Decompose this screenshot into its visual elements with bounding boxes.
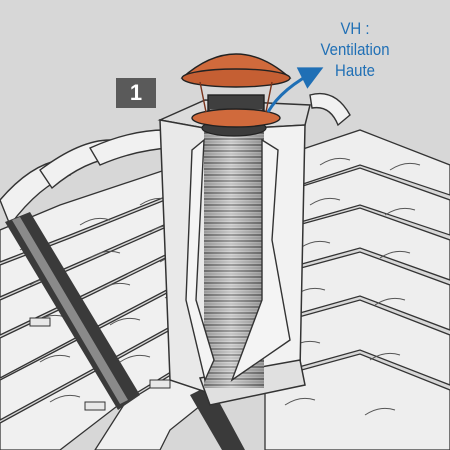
callout-line-2: Ventilation <box>320 40 390 59</box>
step-number-badge: 1 <box>116 78 156 108</box>
battens <box>5 212 245 450</box>
curved-arrow-icon <box>266 67 324 113</box>
right-roof-tiles <box>264 129 450 450</box>
rain-cap <box>180 53 292 128</box>
callout-line-3: Haute <box>335 61 375 80</box>
batten-tabs <box>29 317 171 411</box>
ventilation-callout: VH : Ventilation Haute <box>307 18 404 81</box>
ridge-tiles <box>0 92 351 227</box>
callout-line-1: VH : <box>340 19 370 38</box>
